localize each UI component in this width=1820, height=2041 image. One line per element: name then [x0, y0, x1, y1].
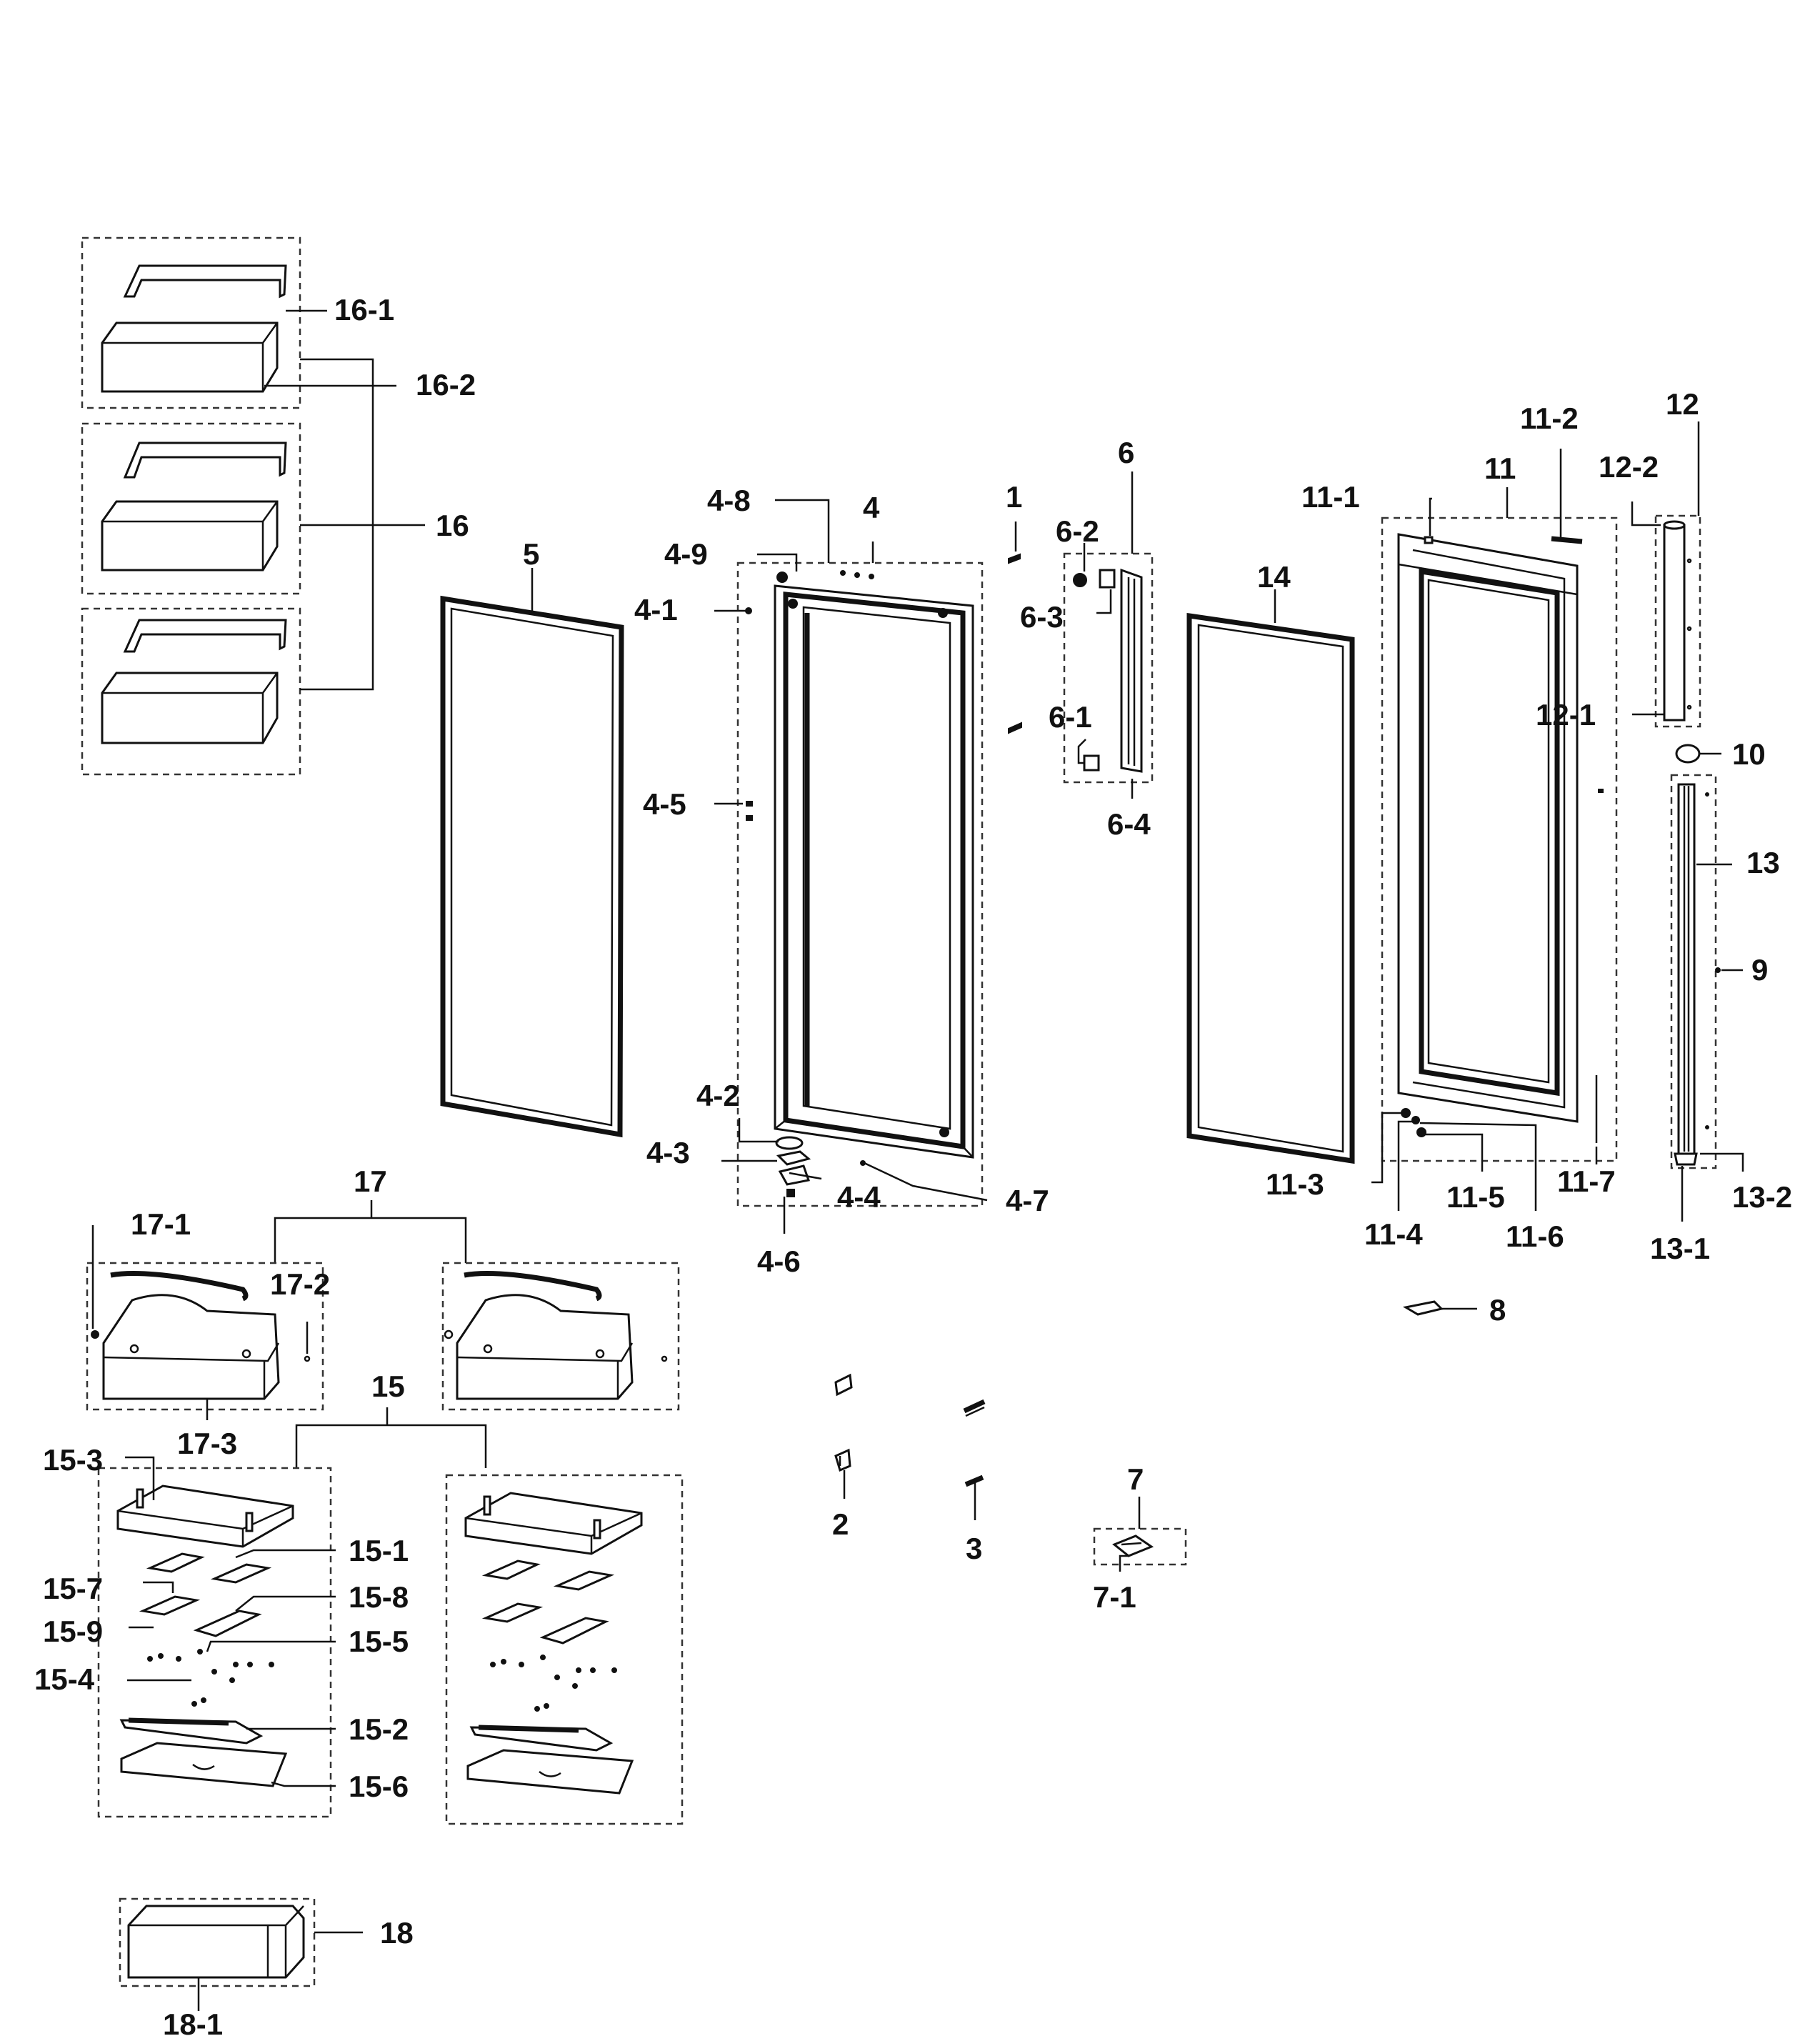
- bin-guard-set-3: [101, 619, 287, 744]
- label-6-4: 6-4: [1107, 807, 1151, 841]
- label-15-9: 15-9: [43, 1615, 103, 1648]
- label-4-6: 4-6: [757, 1244, 801, 1278]
- label-11-7: 11-7: [1557, 1164, 1616, 1198]
- label-4-4: 4-4: [837, 1180, 881, 1214]
- bin-guard-set-2: [101, 441, 287, 572]
- gasket-14: 14: [1186, 560, 1355, 1164]
- label-6-3: 6-3: [1020, 600, 1064, 634]
- label-11: 11: [1484, 451, 1516, 485]
- label-11-6: 11-6: [1506, 1219, 1564, 1253]
- label-16-1: 16-1: [334, 293, 394, 326]
- part-3: 3: [963, 1399, 986, 1565]
- label-13: 13: [1746, 846, 1780, 879]
- door-bin-group-16: 16-1 16-2 16: [81, 236, 476, 776]
- bin-guard-16-1: [123, 264, 287, 299]
- label-13-2: 13-2: [1732, 1180, 1792, 1214]
- label-4-3: 4-3: [646, 1136, 690, 1169]
- label-7: 7: [1127, 1462, 1144, 1496]
- label-16: 16: [436, 509, 469, 542]
- label-4-1: 4-1: [634, 593, 678, 627]
- bin-group-17: 17 17-1 17-2 17-3: [86, 1164, 680, 1460]
- label-17-3: 17-3: [177, 1427, 237, 1460]
- label-12-1: 12-1: [1536, 698, 1596, 732]
- label-6: 6: [1118, 436, 1134, 469]
- label-14: 14: [1257, 560, 1291, 594]
- label-16-2: 16-2: [416, 368, 476, 401]
- label-11-3: 11-3: [1266, 1167, 1324, 1201]
- part-1: 1: [1006, 480, 1022, 734]
- label-4-8: 4-8: [707, 484, 751, 517]
- door-liner-11: 11-1 11 11-2 11-3 11-4 11-5 11-6 11-7: [1266, 401, 1618, 1253]
- label-10: 10: [1732, 737, 1766, 771]
- label-4-5: 4-5: [643, 787, 686, 821]
- label-11-5: 11-5: [1446, 1180, 1505, 1214]
- door-assembly-4: 4-8 4 4-9 4-1 4-5 4-2 4-3 4-4 4-7 4-6: [634, 484, 1049, 1278]
- label-1: 1: [1006, 480, 1022, 514]
- frame-assembly-12: 12 12-2 12-1: [1536, 387, 1701, 732]
- label-4: 4: [863, 491, 880, 524]
- label-4-2: 4-2: [696, 1079, 740, 1112]
- label-6-2: 6-2: [1056, 514, 1099, 548]
- label-2: 2: [832, 1507, 849, 1541]
- label-3: 3: [966, 1532, 982, 1565]
- label-15-6: 15-6: [349, 1770, 409, 1803]
- label-12: 12: [1666, 387, 1699, 421]
- label-12-2: 12-2: [1599, 450, 1659, 484]
- part-8: 8: [1402, 1293, 1506, 1327]
- label-8: 8: [1489, 1293, 1506, 1327]
- label-5: 5: [523, 537, 539, 571]
- label-18-1: 18-1: [163, 2007, 223, 2041]
- label-7-1: 7-1: [1093, 1580, 1136, 1614]
- label-15-3: 15-3: [43, 1443, 103, 1477]
- label-11-1: 11-1: [1301, 480, 1360, 514]
- label-15-5: 15-5: [349, 1625, 409, 1658]
- label-15-1: 15-1: [349, 1534, 409, 1567]
- cap-10: 10: [1675, 737, 1766, 771]
- label-18: 18: [380, 1916, 414, 1950]
- label-11-4: 11-4: [1364, 1217, 1423, 1251]
- part-2: 2: [832, 1373, 853, 1541]
- hinge-assembly-7: 7 7-1: [1093, 1462, 1187, 1614]
- label-13-1: 13-1: [1650, 1232, 1710, 1265]
- label-11-2: 11-2: [1520, 401, 1579, 435]
- handle-assembly-6: 6 6-2 6-3 6-1 6-4: [1020, 436, 1154, 841]
- bin-group-18: 18 18-1: [119, 1897, 414, 2041]
- bin-16-2: [101, 321, 279, 393]
- label-6-1: 6-1: [1049, 700, 1092, 734]
- label-4-7: 4-7: [1006, 1184, 1049, 1217]
- label-15-2: 15-2: [349, 1712, 409, 1746]
- label-15-8: 15-8: [349, 1580, 409, 1614]
- shelf-group-15: 15 15-3 15-1 15-7 15-8 15-9: [34, 1369, 684, 1825]
- label-17-1: 17-1: [131, 1207, 191, 1241]
- label-15: 15: [371, 1369, 405, 1403]
- frame-assembly-13: 13 9 13-2 13-1: [1650, 774, 1792, 1265]
- label-17: 17: [354, 1164, 387, 1198]
- label-9: 9: [1751, 953, 1768, 987]
- gasket-5: 5: [440, 537, 624, 1138]
- label-4-9: 4-9: [664, 537, 708, 571]
- label-17-2: 17-2: [270, 1267, 330, 1301]
- label-15-7: 15-7: [43, 1572, 103, 1605]
- label-15-4: 15-4: [34, 1662, 95, 1696]
